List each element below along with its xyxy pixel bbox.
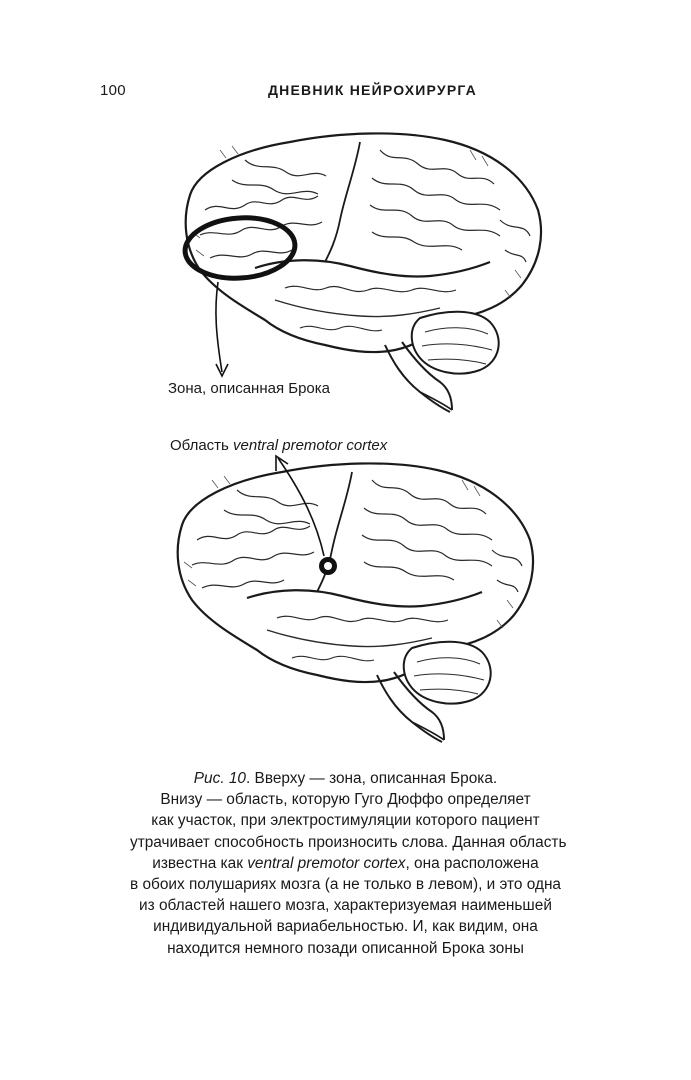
- brain-figure: [176, 132, 543, 744]
- caption-line: из областей нашего мозга, характеризуема…: [139, 897, 552, 915]
- brain-drawing-top: [184, 132, 543, 414]
- caption-line: находится немного позади описанной Брока…: [167, 939, 524, 957]
- broca-pointer-arrow: [215, 281, 223, 373]
- caption-text: . Вверху — зона, описанная Брока.: [246, 770, 498, 787]
- caption-line: Внизу — область, которую Гуго Дюффо опре…: [160, 791, 531, 809]
- arrowhead-icon: [275, 454, 289, 471]
- caption-line: как участок, при электростимуляции котор…: [151, 812, 540, 830]
- dot-center: [324, 562, 332, 570]
- figure-caption: Рис. 10. Вверху — зона, описанная Брока.…: [130, 768, 567, 959]
- brain-drawing-bottom: [176, 462, 535, 744]
- caption-text: , она расположена: [405, 854, 539, 872]
- label-ventral-premotor: Область ventral premotor cortex: [170, 437, 387, 454]
- label-term: ventral premotor cortex: [233, 437, 388, 454]
- caption-term: ventral premotor cortex: [247, 854, 406, 872]
- figure-reference: Рис. 10: [193, 770, 246, 787]
- arrowhead-icon: [215, 363, 229, 378]
- caption-line: в обоих полушариях мозга (а не только в …: [130, 876, 561, 894]
- caption-line: утрачивает способность произносить слова…: [130, 833, 567, 851]
- vpc-pointer-arrow: [277, 457, 325, 557]
- caption-line: Рис. 10. Вверху — зона, описанная Брока.: [130, 768, 561, 789]
- caption-line: индивидуальной вариабельностью. И, как в…: [153, 918, 538, 936]
- page-number: 100: [100, 82, 126, 99]
- label-broca-area: Зона, описанная Брока: [168, 380, 331, 397]
- label-prefix: Область: [170, 437, 234, 454]
- caption-line: известна как ventral premotor cortex, он…: [130, 853, 561, 874]
- running-head: 100 ДНЕВНИК НЕЙРОХИРУРГА: [0, 82, 691, 104]
- caption-text: известна как: [152, 854, 248, 872]
- broca-area-highlight: [182, 215, 298, 281]
- book-title: ДНЕВНИК НЕЙРОХИРУРГА: [268, 82, 477, 98]
